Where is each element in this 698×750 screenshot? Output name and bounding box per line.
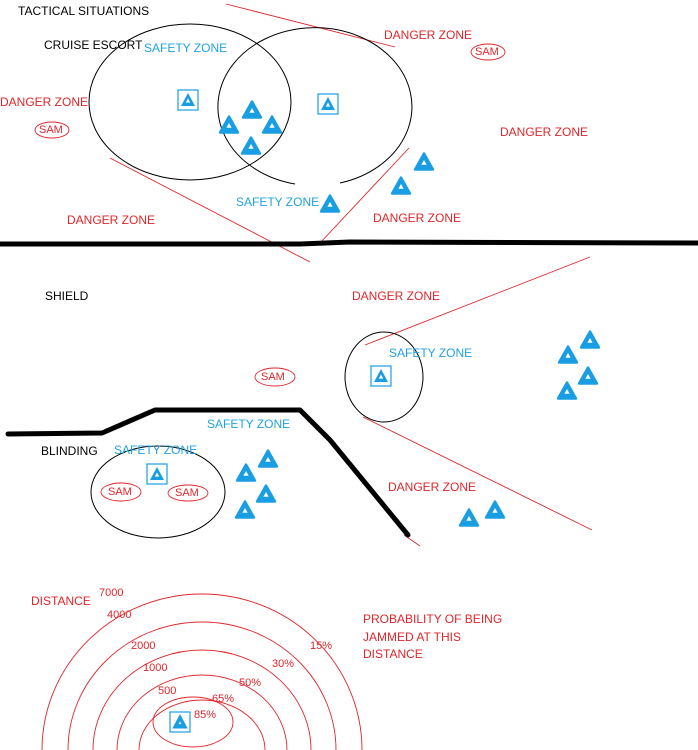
jamming-section [41,593,363,750]
boxed-unit-icon [146,463,168,485]
range-ring-7000 [41,593,363,750]
blinding-section [5,407,411,539]
danger-zone-label: DANGER ZONE [67,213,156,227]
unit-icon [484,500,506,519]
safety-zone-label: SAFETY ZONE [207,417,291,431]
danger-boundary-right [319,147,410,244]
range-ring-4000 [67,621,337,750]
unit-icon [234,500,256,519]
shield-label: SHIELD [45,289,89,303]
probability-value: 15% [310,640,333,652]
sam-label: SAM [175,487,199,499]
danger-zone-label: DANGER ZONE [0,95,89,109]
unit-icon [577,366,599,385]
boxed-unit-icon [370,365,392,387]
safety-zone-label: SAFETY ZONE [114,443,198,457]
distance-label: DISTANCE [31,594,91,608]
shield-section [254,256,601,547]
safety-zone-label: SAFETY ZONE [236,195,320,209]
sam-marker [470,43,506,61]
unit-icon [235,463,257,482]
escort-zone-right [217,27,413,185]
sam-marker [167,484,209,502]
unit-icon [390,176,412,195]
sam-marker [254,367,296,387]
unit-icon [556,381,578,400]
unit-icon [579,330,601,349]
escort-zone-left [88,23,292,181]
probability-value: 85% [194,709,217,721]
probability-value: 30% [272,658,295,670]
danger-zone-label: DANGER ZONE [373,211,462,225]
unit-icon [241,100,263,119]
sam-label: SAM [475,46,499,58]
danger-zone-label: DANGER ZONE [384,28,473,42]
range-ring-1000 [116,674,288,750]
danger-zone-label: DANGER ZONE [500,125,589,139]
boxed-unit-icon [169,711,191,733]
danger-zone-label: DANGER ZONE [352,289,441,303]
probability-value: 50% [239,677,262,689]
shield-cone-lower [362,416,593,531]
range-ring-2000 [92,649,312,750]
distance-value: 1000 [143,662,168,674]
distance-value: 2000 [131,640,156,652]
probability-caption: PROBABILITY OF BEING [363,612,503,626]
safety-zone-label: SAFETY ZONE [144,41,228,55]
sam-label: SAM [108,486,132,498]
shield-cone-upper [364,256,591,346]
boxed-unit-icon [317,93,339,115]
safety-zone-label: SAFETY ZONE [389,346,473,360]
sam-marker [34,121,70,139]
range-ring-85 [152,696,234,748]
cruise-escort-label: CRUISE ESCORT [44,38,143,52]
unit-icon [557,345,579,364]
shield-zone [344,331,424,423]
distance-value: 4000 [107,609,132,621]
unit-icon [255,484,277,503]
sam-marker [100,482,142,502]
boxed-unit-icon [177,89,199,111]
danger-zone-label: DANGER ZONE [388,480,477,494]
unit-icon [218,115,240,134]
range-ring-500 [138,699,266,750]
distance-value: 7000 [99,587,124,599]
probability-caption: DISTANCE [363,647,423,661]
blinding-barrier [5,407,411,538]
sam-label: SAM [39,124,63,136]
probability-value: 65% [212,693,235,705]
diagram-title: TACTICAL SITUATIONS [18,4,150,18]
unit-icon [261,115,283,134]
distance-value: 500 [158,685,177,697]
blinding-label: BLINDING [41,444,98,458]
section-divider [0,239,698,247]
probability-caption: JAMMED AT THIS [363,630,462,644]
unit-icon [413,152,435,171]
unit-icon [240,136,262,155]
unit-icon [319,194,341,213]
sam-label: SAM [261,371,285,383]
blinding-zone [90,445,226,539]
unit-icon [257,449,279,468]
unit-icon [458,508,480,527]
cruise-escort-section [34,3,506,263]
